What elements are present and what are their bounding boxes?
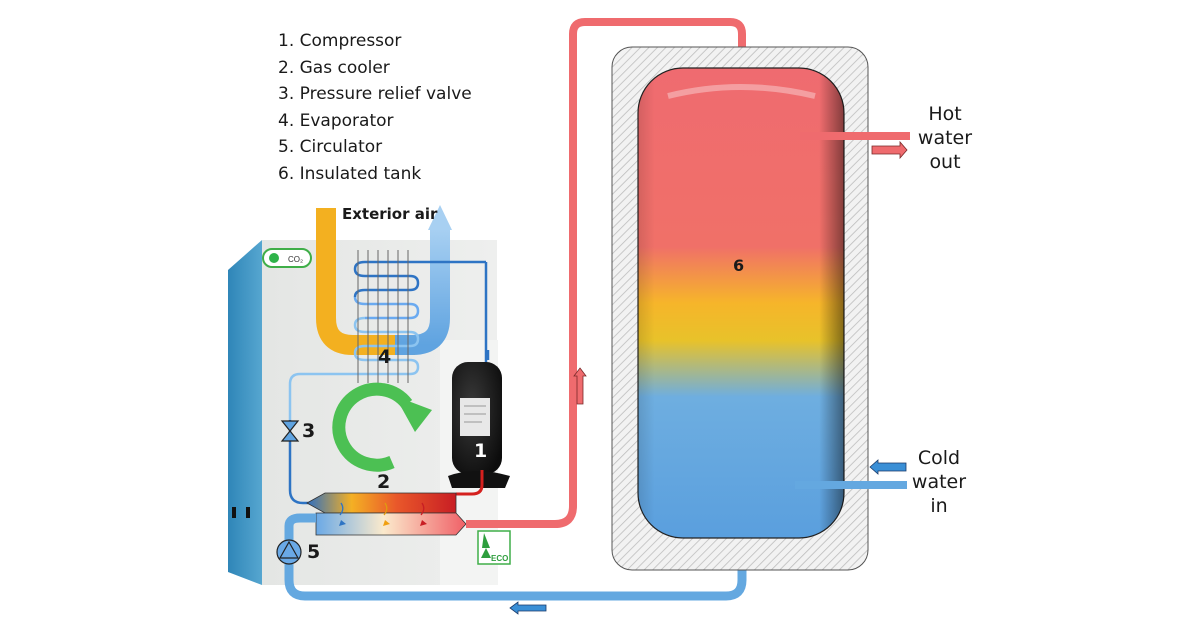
label-3-valve: 3 (302, 420, 316, 442)
component-legend: 1. Compressor 2. Gas cooler 3. Pressure … (278, 28, 472, 187)
evaporator-fins (357, 250, 409, 383)
heat-transfer-arrow-icon (383, 520, 390, 526)
refrigerant-line-valve (288, 420, 328, 505)
legend-item-compressor: 1. Compressor (278, 31, 402, 51)
hot-water-line: water (917, 127, 973, 149)
legend-item-circulator: 5. Circulator (278, 137, 383, 157)
flow-up-arrow-icon (573, 367, 587, 405)
flow-left-arrow-icon (509, 601, 547, 615)
eco-badge-text: ECO (491, 554, 508, 563)
circulator-pump-icon (276, 539, 302, 565)
eco-badge: ECO (477, 530, 511, 565)
unit-side-panel (228, 240, 262, 585)
pressure-relief-valve-icon (280, 420, 300, 442)
cold-water-return-pipe (284, 525, 747, 601)
label-4-evaporator: 4 (378, 346, 392, 368)
cycle-arrow-icon (332, 382, 432, 472)
cold-water-line: water (911, 471, 967, 493)
hot-water-line: Hot (928, 103, 962, 125)
hot-water-line: out (929, 151, 961, 173)
warm-air-duct (316, 208, 415, 355)
air-out-arrow-icon (428, 205, 452, 230)
hot-water-out-label: Hot water out (913, 102, 977, 174)
unit-vent-slot (232, 507, 236, 518)
heat-transfer-arrow-icon (420, 520, 427, 526)
cold-water-inlet-pipe (795, 481, 907, 489)
cold-water-line: in (930, 495, 948, 517)
circulator-feed-pipe (284, 513, 316, 540)
legend-item-insulated-tank: 6. Insulated tank (278, 163, 422, 184)
legend-item-pressure-relief-valve: 3. Pressure relief valve (278, 84, 472, 104)
hot-refrigerant-line (456, 470, 484, 496)
co2-badge-text: CO₂ (288, 255, 303, 264)
insulated-tank (611, 46, 869, 571)
hot-water-out-arrow-icon (871, 140, 908, 160)
exterior-air-label: Exterior air (342, 205, 438, 223)
cold-water-in-arrow-icon (869, 459, 907, 475)
cold-water-in-label: Cold water in (907, 446, 971, 518)
cold-water-line: Cold (917, 447, 961, 469)
label-2-gas-cooler: 2 (377, 471, 391, 493)
unit-vent-slot (246, 507, 250, 518)
gas-cooler (306, 492, 467, 536)
heat-transfer-arrow-icon (339, 520, 346, 526)
label-6-tank: 6 (733, 256, 745, 275)
hot-water-outlet-pipe (800, 132, 910, 140)
legend-item-evaporator: 4. Evaporator (278, 110, 394, 131)
legend-item-gas-cooler: 2. Gas cooler (278, 57, 390, 78)
compressor (448, 350, 510, 488)
label-5-circulator: 5 (307, 541, 321, 563)
label-1-compressor: 1 (474, 440, 488, 462)
hot-water-supply-pipe (466, 18, 746, 528)
co2-badge: CO₂ (262, 248, 312, 268)
